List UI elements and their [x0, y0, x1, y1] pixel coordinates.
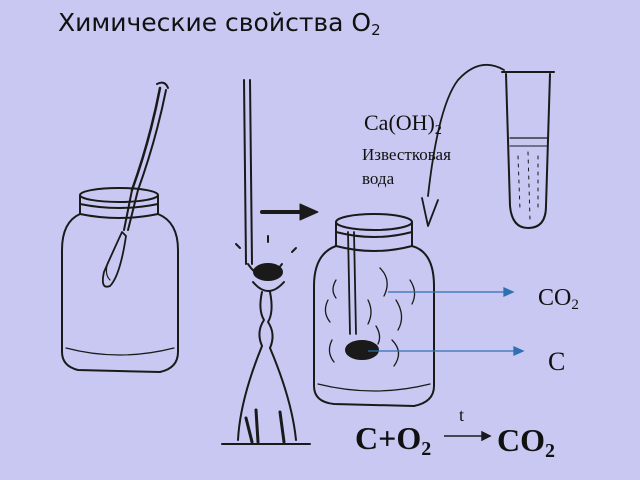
- pointer-arrow-co2: [388, 286, 515, 298]
- equation-condition: t: [459, 405, 465, 425]
- equation-left-text: C+O: [355, 420, 422, 456]
- product-label-text: CO: [538, 285, 572, 311]
- reactant-label: C: [548, 347, 566, 376]
- reagent-formula-subscript: 2: [434, 123, 442, 138]
- product-label-subscript: 2: [571, 297, 579, 313]
- reagent-name: Известковая вода: [362, 143, 451, 191]
- spoon: [101, 81, 169, 288]
- burner: [221, 79, 311, 445]
- slide-title: Химические свойства O2: [58, 8, 381, 39]
- right-jar: [313, 213, 435, 407]
- reagent-formula-text: Ca(OH): [364, 110, 435, 135]
- equation-left: C+O2: [355, 420, 431, 461]
- left-jar: [61, 187, 179, 373]
- reagent-formula: Ca(OH)2: [364, 110, 442, 139]
- product-label: CO2: [538, 285, 579, 314]
- pointer-arrow-c: [368, 345, 525, 357]
- equation-right-subscript: 2: [545, 440, 555, 462]
- reagent-name-line1: Известковая: [362, 145, 451, 164]
- reaction-arrow: [444, 430, 492, 442]
- equation-right-text: CO: [497, 422, 545, 458]
- equation-right: CO2: [497, 422, 555, 463]
- equation-left-subscript: 2: [421, 438, 432, 460]
- transfer-arrow: [260, 203, 319, 221]
- title-text: Химические свойства O: [58, 8, 372, 37]
- title-subscript: 2: [371, 21, 381, 39]
- reagent-name-line2: вода: [362, 169, 395, 188]
- test-tube: [421, 63, 555, 229]
